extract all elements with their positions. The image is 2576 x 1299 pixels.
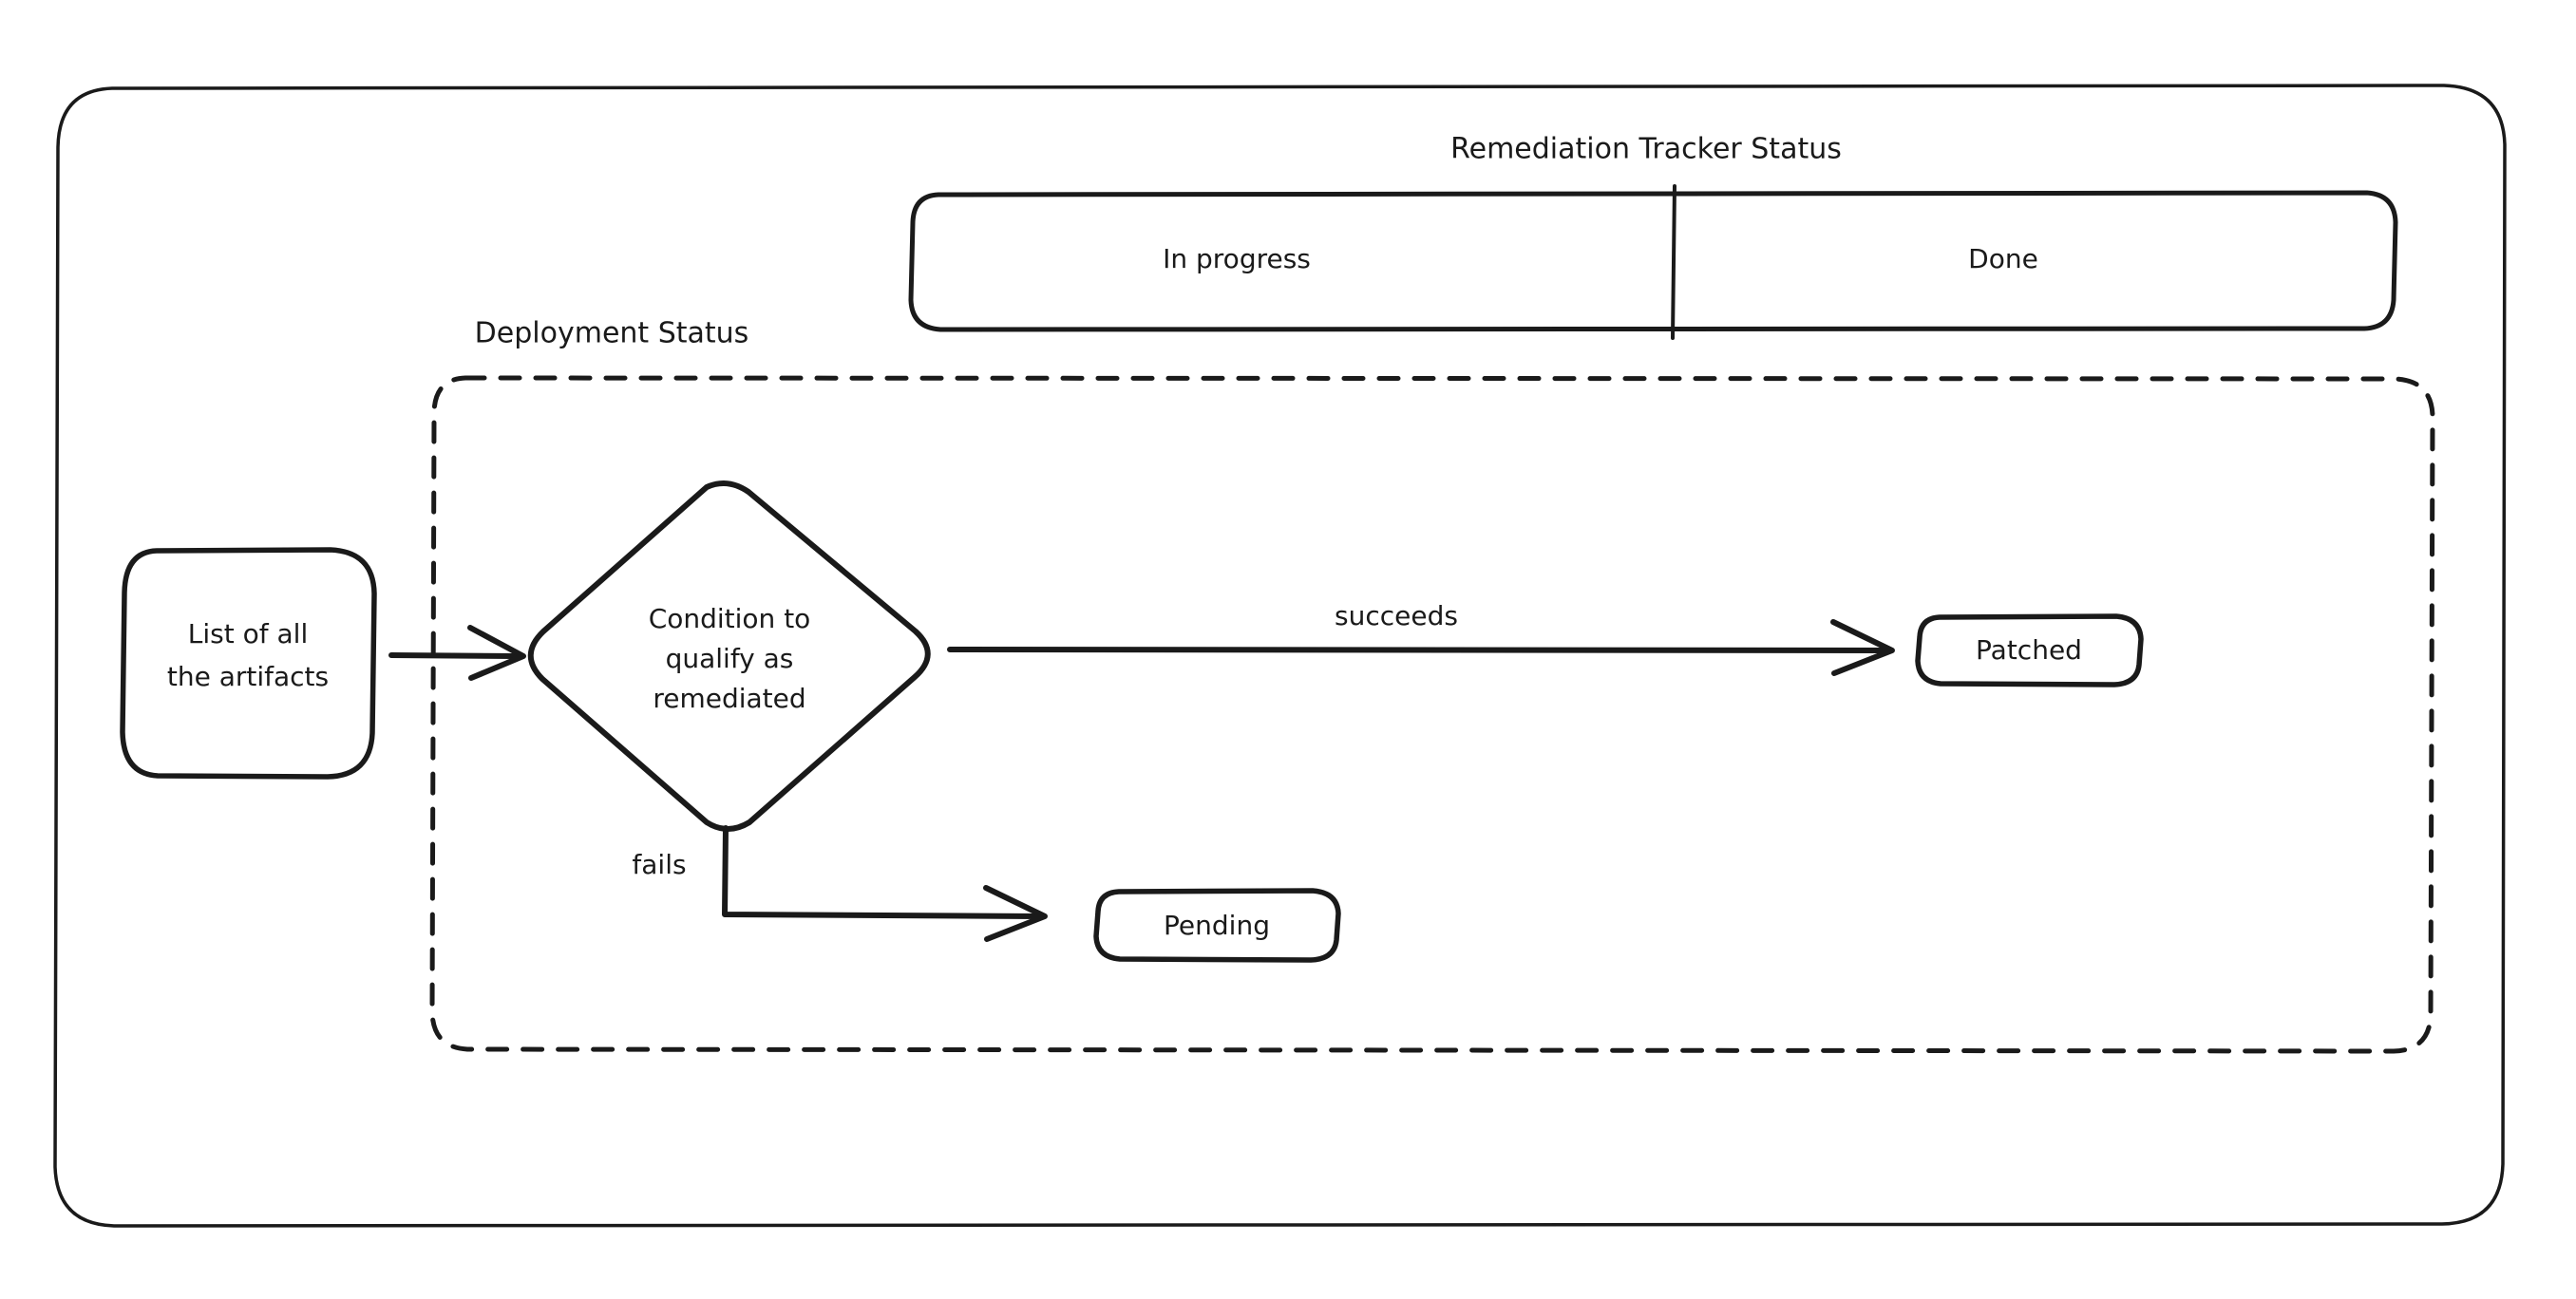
- edge-start-to-decision: [388, 625, 526, 681]
- node-patched[interactable]: Patched: [1915, 613, 2144, 687]
- swimlane-cell-done[interactable]: Done: [1968, 243, 2038, 274]
- swimlane-cell-done-label: Done: [1968, 243, 2038, 274]
- swimlane-box: [908, 184, 2398, 340]
- node-start-label-line1: List of all: [188, 618, 308, 650]
- swimlane-cell-in-progress-label: In progress: [1163, 243, 1311, 274]
- swimlane-cell-in-progress[interactable]: In progress: [1163, 243, 1311, 274]
- outer-frame: [53, 84, 2507, 1228]
- edge-label-fails: fails: [632, 849, 686, 880]
- edge-decision-to-pending: fails: [632, 825, 1048, 942]
- group-label-deployment-status: Deployment Status: [475, 317, 749, 350]
- node-decision-label-line3: remediated: [653, 683, 805, 714]
- group-container-deployment-status: [429, 375, 2435, 1054]
- edge-decision-to-patched: succeeds: [947, 600, 1895, 676]
- node-decision[interactable]: Condition to qualify as remediated: [527, 480, 931, 832]
- swimlane-title: Remediation Tracker Status: [1450, 133, 1842, 166]
- node-patched-label: Patched: [1976, 634, 2082, 666]
- swimlane-divider: [1671, 184, 1676, 340]
- node-pending-label: Pending: [1164, 910, 1270, 941]
- node-start-label-line2: the artifacts: [167, 661, 329, 692]
- node-pending[interactable]: Pending: [1093, 888, 1341, 963]
- node-start[interactable]: List of all the artifacts: [120, 547, 377, 780]
- node-decision-label-line2: qualify as: [666, 643, 794, 674]
- node-decision-label-line1: Condition to: [649, 603, 811, 634]
- edge-label-succeeds: succeeds: [1335, 600, 1458, 631]
